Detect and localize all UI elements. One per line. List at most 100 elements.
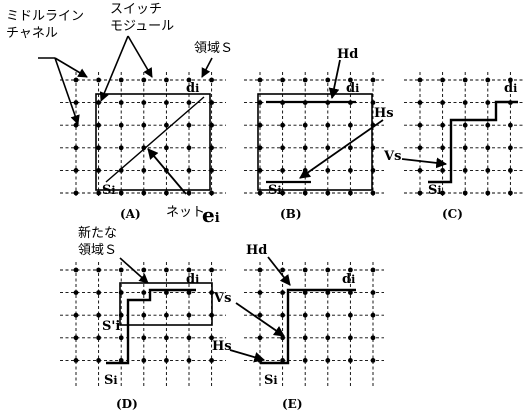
switch-module-dot: [141, 312, 147, 318]
switch-module-dot: [370, 335, 376, 341]
switch-module-dot: [440, 190, 445, 196]
switch-module-dot: [164, 358, 169, 363]
switch-arrow-1: [99, 35, 129, 102]
dest-label-d: di: [186, 272, 199, 287]
hs-label-e: Hs: [212, 339, 232, 354]
switch-module-dot: [485, 100, 491, 105]
switch-module-dot: [118, 145, 124, 151]
caption-a: (A): [120, 207, 141, 221]
switch-module-dot: [440, 122, 445, 128]
route-d: [106, 288, 196, 365]
middle-line-label: ミドルライン: [6, 9, 84, 24]
switch-module-dot: [141, 168, 147, 173]
hs-arrow-e: [229, 349, 266, 363]
switch-module-dot: [485, 168, 491, 173]
switch-module-dot: [96, 122, 101, 128]
switch-module-dot: [302, 190, 308, 196]
switch-module-dot: [118, 100, 124, 105]
switch-module-dot: [141, 122, 147, 128]
switch-module-dot: [508, 77, 513, 83]
switch-module-dot: [485, 145, 491, 151]
switch-module-dot: [508, 145, 513, 151]
switch-module-dot: [440, 145, 445, 151]
switch-module-dot: [186, 267, 192, 273]
switch-module-dot: [164, 122, 169, 128]
switch-module-dot: [118, 190, 124, 196]
switch-module-dot: [508, 190, 513, 196]
switch-module-dot: [440, 168, 445, 173]
switch-module-dot: [370, 358, 376, 363]
switch-module-dot: [73, 145, 79, 151]
switch-module-dot: [462, 100, 468, 105]
switch-module-dot: [186, 145, 192, 151]
new-region-label-1: 新たな: [78, 225, 117, 241]
caption-b: (B): [280, 207, 302, 221]
source-label-d: Si: [104, 373, 118, 388]
vs-label-e: Vs: [213, 291, 231, 306]
vs-arrow-e: [235, 302, 285, 337]
route-e: [260, 288, 356, 365]
caption-d: (D): [116, 397, 138, 411]
switch-module-dot: [118, 122, 124, 128]
switch-module-dot: [348, 77, 353, 83]
switch-module-dot: [348, 168, 353, 173]
switch-module-dot: [164, 77, 169, 83]
switch-module-dot: [164, 145, 169, 151]
switch-module-dot: [302, 145, 308, 151]
switch-module-dot: [141, 190, 147, 196]
region-s-label: 領域Ｓ: [194, 40, 233, 56]
dest-label-b: di: [346, 81, 359, 96]
switch-module-dot: [118, 358, 124, 363]
region-arrow: [201, 57, 213, 78]
switch-module-dot: [257, 77, 263, 83]
switch-module-dot: [370, 190, 376, 196]
switch-module-dot: [73, 168, 79, 173]
switch-module-dot: [164, 100, 169, 105]
switch-module-dot: [96, 190, 101, 196]
switch-module-dot: [164, 290, 169, 295]
region-s-rect-a: [95, 93, 211, 191]
switch-module-dot: [257, 312, 263, 318]
source-label-e: Si: [264, 373, 278, 388]
switch-module-dot: [209, 267, 215, 273]
source-label-a: Si: [102, 183, 116, 198]
middle-line-arrow-2: [54, 57, 88, 78]
switch-module-dot: [417, 168, 423, 173]
switch-module-dot: [73, 335, 79, 341]
switch-module-dot: [440, 100, 445, 105]
switch-module-dot: [325, 122, 331, 128]
switch-module-dot: [462, 122, 468, 128]
switch-module-dot: [186, 122, 192, 128]
dest-label-a: di: [186, 81, 199, 96]
switch-module-dot: [280, 168, 285, 173]
dest-label-c: di: [504, 81, 517, 96]
switch-module-dot: [280, 290, 285, 295]
switch-module-dot: [141, 290, 147, 295]
switch-module-dot: [73, 267, 79, 273]
grid-b: [244, 72, 384, 198]
switch-module-dot: [73, 358, 79, 363]
switch-module-dot: [186, 77, 192, 83]
switch-module-dot: [325, 358, 331, 363]
switch-module-dot: [302, 335, 308, 341]
switch-module-dot: [348, 358, 353, 363]
switch-module-dot: [280, 312, 285, 318]
grid-c: [404, 72, 524, 198]
switch-module-dot: [348, 335, 353, 341]
switch-label: スイッチ: [110, 2, 162, 17]
switch-module-dot: [257, 335, 263, 341]
hd-arrow-b: [328, 59, 341, 100]
switch-module-dot: [302, 290, 308, 295]
switch-module-dot: [325, 267, 331, 273]
grid-a: [60, 72, 226, 198]
caption-c: (C): [442, 207, 463, 221]
hs-label-b: Hs: [374, 106, 394, 121]
switch-module-dot: [209, 190, 215, 196]
switch-module-dot: [325, 168, 331, 173]
switch-module-dot: [164, 335, 169, 341]
switch-module-dot: [508, 122, 513, 128]
switch-module-dot: [325, 290, 331, 295]
switch-module-dot: [209, 358, 215, 363]
switch-module-dot: [257, 190, 263, 196]
